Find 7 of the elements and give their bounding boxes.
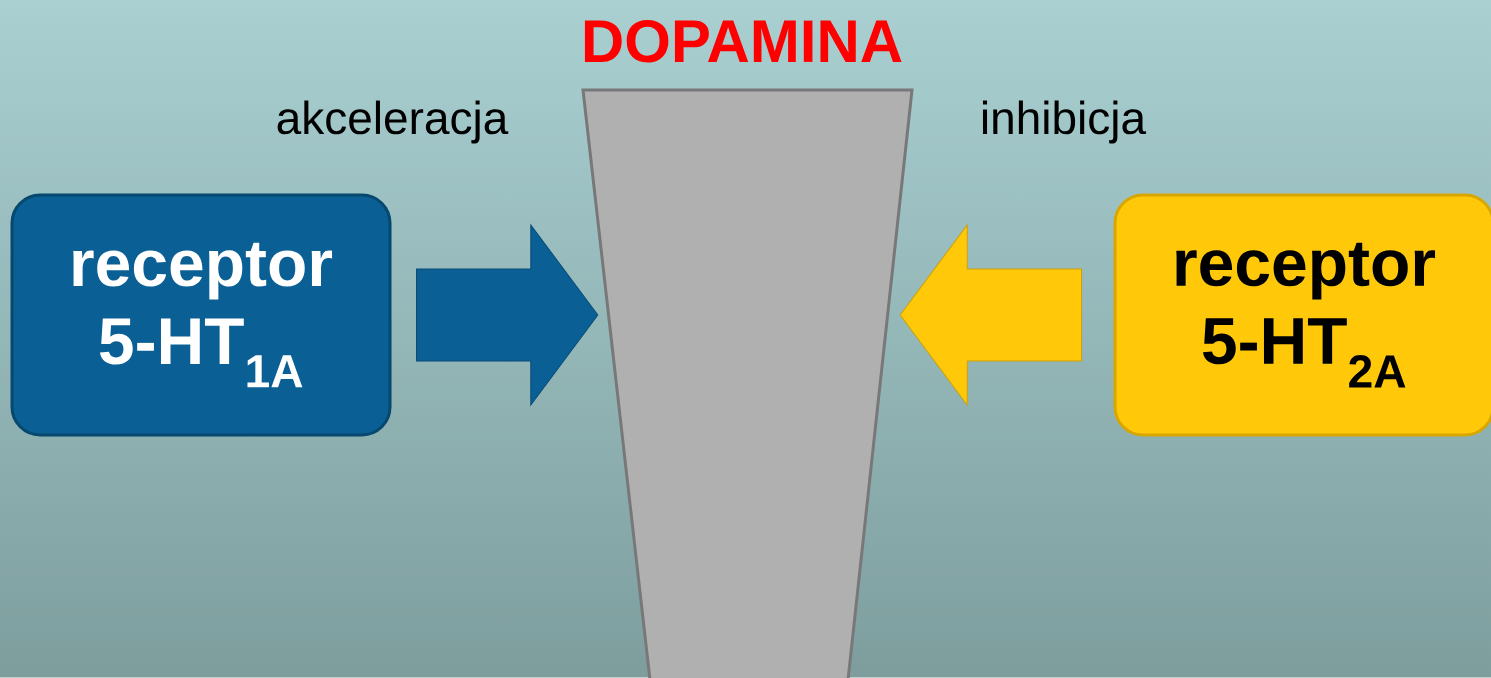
receptor-box: receptor 5-HT$_{2A}$ (1113, 193, 1491, 437)
block-arrow (416, 224, 599, 406)
heading: DOPAMINA (584, 20, 902, 63)
receptor-box: receptor 5-HT$_{1A}$ (10, 193, 392, 437)
block-arrow (899, 224, 1082, 406)
label: inhibicja (983, 100, 1147, 144)
label: akceleracja (277, 100, 509, 144)
